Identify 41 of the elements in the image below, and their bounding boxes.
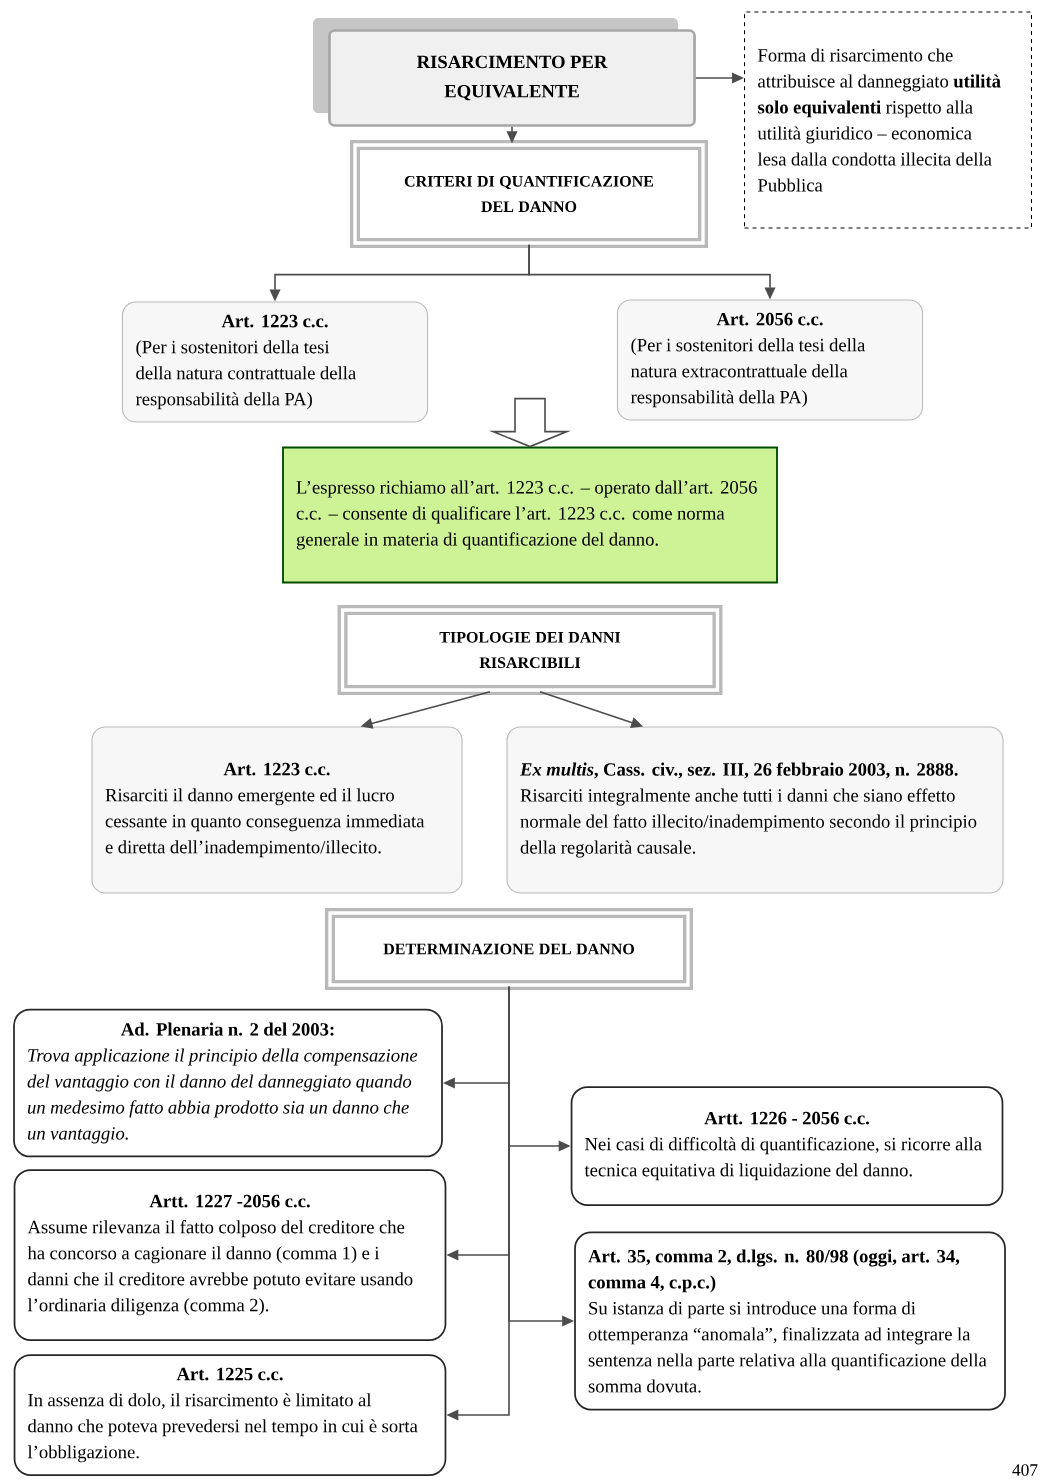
box-text: Trova applicazione il principio della compensazione del vantaggio con il danno del danneggiato quando un medesimo fatto abbia prodotto sia un danno che un vantaggio. bbox=[27, 1048, 418, 1144]
article-box bbox=[570, 1086, 1004, 1206]
box-text: Su istanza di parte si introduce una forma di ottemperanza “anomala”, finalizzata ad integrare la sentenza nella parte relativa alla quantificazione della somma dovuta. bbox=[588, 1301, 987, 1393]
box-text: (Per i sostenitori della tesi della natura extracontrattuale della responsabilità della PA) bbox=[630, 338, 866, 408]
article-box bbox=[91, 726, 463, 894]
box-heading: Art. 1225 c.c. bbox=[176, 1367, 283, 1381]
box-title: TIPOLOGIE DEI DANNI RISARCIBILI bbox=[439, 631, 621, 669]
box-heading: Art. 1223 c.c. bbox=[221, 314, 328, 328]
box-text: Risarciti integralmente anche tutti i danni che siano effetto normale del fatto illecito/inadempimento secondo il principio della regolarità causale. bbox=[520, 788, 977, 858]
article-box bbox=[616, 299, 924, 421]
title-box bbox=[313, 18, 696, 127]
article-box bbox=[13, 1354, 447, 1476]
page-number: 407 bbox=[1012, 1464, 1038, 1476]
article-box bbox=[506, 726, 1004, 894]
box-text: In assenza di dolo, il risarcimento è limitato al danno che poteva prevedersi nel tempo in cui è sorta l’obbligazione. bbox=[27, 1393, 418, 1463]
box-title: CRITERI DI QUANTIFICAZIONE DEL DANNO bbox=[404, 175, 654, 213]
conclusion-box bbox=[282, 446, 778, 584]
box-heading: Art. 1223 c.c. bbox=[223, 762, 330, 776]
box-text: (Per i sostenitori della tesi della natura contrattuale della responsabilità della PA) bbox=[135, 340, 356, 410]
box-text: Risarciti il danno emergente ed il lucro cessante in quanto conseguenza immediata e diretta dell’inadempimento/illecito. bbox=[105, 788, 425, 858]
box-heading: Artt. 1226 - 2056 c.c. bbox=[704, 1111, 869, 1125]
heading-box bbox=[350, 140, 708, 248]
article-box bbox=[13, 1169, 447, 1341]
box-heading: Ad. Plenaria n. 2 del 2003: bbox=[121, 1022, 334, 1036]
heading-box bbox=[337, 605, 723, 695]
box-heading: Ex multis, Cass. civ., sez. III, 26 febbraio 2003, n. 2888. bbox=[519, 762, 958, 779]
box-heading: Art. 2056 c.c. bbox=[716, 312, 823, 326]
article-box bbox=[13, 1008, 443, 1158]
box-text: L’espresso richiamo all’art. 1223 c.c. – operato dall’art. 2056 c.c. – consente di qualificare l’art. 1223 c.c. come norma generale in materia di quantificazione del danno. bbox=[296, 480, 757, 550]
heading-box bbox=[325, 908, 693, 990]
box-title: RISARCIMENTO PER EQUIVALENTE bbox=[416, 55, 608, 101]
box-text: Forma di risarcimento che attribuisce al danneggiato utilità solo equivalenti rispetto alla utilità giuridico – economica lesa dalla condotta illecita della Pubblica bbox=[757, 48, 1001, 192]
box-title: DETERMINAZIONE DEL DANNO bbox=[383, 943, 634, 955]
article-box bbox=[121, 301, 429, 423]
note-box bbox=[744, 11, 1032, 229]
box-heading: Art. 35, comma 2, d.lgs. n. 80/98 (oggi, art. 34, comma 4, c.p.c.) bbox=[588, 1249, 960, 1293]
box-text: Assume rilevanza il fatto colposo del creditore che ha concorso a cagionare il danno (comma 1) e i danni che il creditore avrebbe potuto evitare usando l’ordinaria diligenza (comma 2). bbox=[27, 1220, 413, 1316]
block-arrow bbox=[488, 397, 572, 448]
box-heading: Artt. 1227 -2056 c.c. bbox=[149, 1194, 310, 1208]
article-box bbox=[574, 1231, 1006, 1411]
box-text: Nei casi di difficoltà di quantificazione, si ricorre alla tecnica equitativa di liquidazione del danno. bbox=[584, 1137, 982, 1181]
